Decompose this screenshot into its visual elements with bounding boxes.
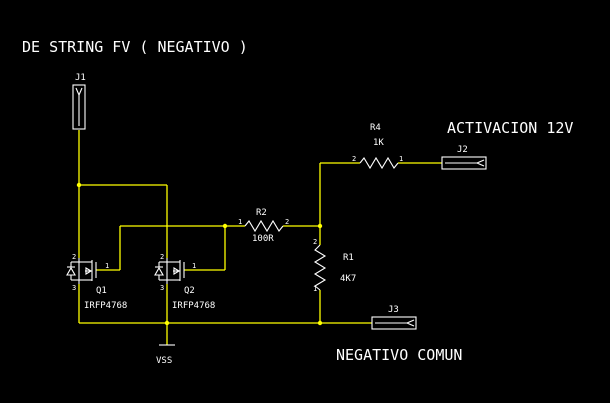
junction-dot xyxy=(76,182,82,188)
junction-dot xyxy=(317,320,323,326)
connector-j3: J3 xyxy=(371,305,417,330)
connector-j1-ref: J1 xyxy=(75,73,86,83)
mosfet-q1-part: IRFP4768 xyxy=(84,301,127,311)
resistor-r2-value: 100R xyxy=(252,234,274,244)
mosfet-q1-pin-g: 1 xyxy=(105,262,109,270)
resistor-r2-pin-a: 1 xyxy=(238,218,242,226)
connector-j2-pin xyxy=(475,159,485,167)
junctions xyxy=(76,182,323,326)
resistor-r4: R4 1K 2 1 xyxy=(352,123,403,170)
resistor-r1-ref: R1 xyxy=(343,253,354,263)
resistor-r1-pin-top: 2 xyxy=(313,238,317,246)
connector-j3-body xyxy=(371,316,417,330)
resistor-r4-value: 1K xyxy=(373,138,384,148)
resistor-r1-pin-bottom: 1 xyxy=(313,285,317,293)
connector-j3-pin xyxy=(405,319,415,327)
resistor-r2: R2 100R 1 2 xyxy=(238,208,289,244)
resistor-r2-zigzag xyxy=(244,219,284,233)
vss-label: VSS xyxy=(156,356,172,366)
vss-symbol: VSS xyxy=(156,344,175,366)
connector-j2-body xyxy=(441,156,487,170)
mosfet-q2-part: IRFP4768 xyxy=(172,301,215,311)
mosfet-q2-pin-s: 3 xyxy=(160,284,164,292)
connector-j1-body xyxy=(72,84,86,130)
mosfet-q1-ref: Q1 xyxy=(96,286,107,296)
mosfet-q1-arrow xyxy=(85,267,93,275)
mosfet-q1: 2 1 3 Q1 IRFP4768 xyxy=(66,253,127,311)
mosfet-q1-diode xyxy=(66,266,76,276)
mosfet-q2-arrow xyxy=(173,267,181,275)
connector-j2: J2 xyxy=(441,145,487,170)
common-negative-label: NEGATIVO COMUN xyxy=(336,346,462,364)
mosfet-q1-pin-d: 2 xyxy=(72,253,76,261)
resistor-r2-ref: R2 xyxy=(256,208,267,218)
mosfet-q2-pin-d: 2 xyxy=(160,253,164,261)
mosfet-q2: 2 1 3 Q2 IRFP4768 xyxy=(154,253,215,311)
schematic-title: DE STRING FV ( NEGATIVO ) xyxy=(22,38,248,56)
mosfet-q2-diode xyxy=(154,266,164,276)
junction-dot xyxy=(317,223,323,229)
connector-j2-ref: J2 xyxy=(457,145,468,155)
resistor-r1-value: 4K7 xyxy=(340,274,356,284)
activation-label: ACTIVACION 12V xyxy=(447,119,573,137)
connector-j3-ref: J3 xyxy=(388,305,399,315)
connector-j1-pin xyxy=(75,87,83,97)
resistor-r4-pin-b: 1 xyxy=(399,155,403,163)
resistor-r4-pin-a: 2 xyxy=(352,155,356,163)
resistor-r4-zigzag xyxy=(359,156,399,170)
wires xyxy=(78,130,442,345)
mosfet-q2-ref: Q2 xyxy=(184,286,195,296)
mosfet-q2-pin-g: 1 xyxy=(192,262,196,270)
resistor-r1-zigzag xyxy=(313,244,327,291)
resistor-r1: R1 4K7 2 1 xyxy=(313,238,356,293)
resistor-r4-ref: R4 xyxy=(370,123,381,133)
resistor-r2-pin-b: 2 xyxy=(285,218,289,226)
connector-j1: J1 xyxy=(72,73,86,130)
junction-dot xyxy=(222,223,228,229)
junction-dot xyxy=(164,320,170,326)
mosfet-q1-pin-s: 3 xyxy=(72,284,76,292)
